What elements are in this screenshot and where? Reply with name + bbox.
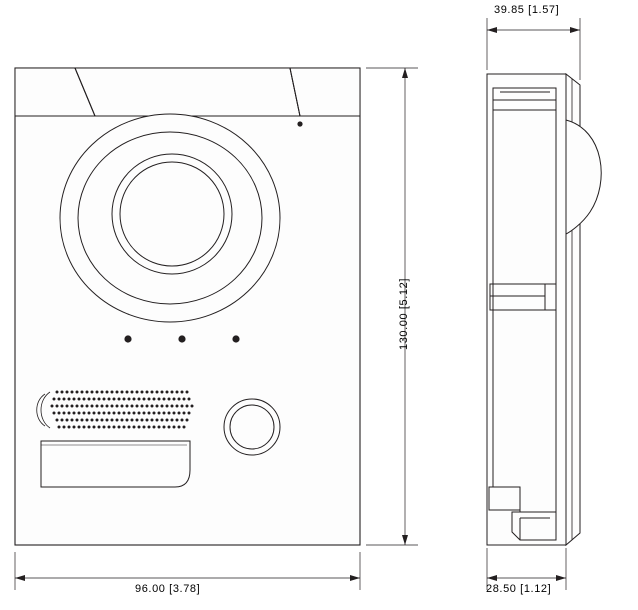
front-width-dimension-label: 96.00 [3.78] (135, 583, 201, 595)
side-view-group (486, 72, 602, 547)
speaker-grille (50, 390, 194, 429)
dimension-lines (14, 18, 581, 590)
side-depth-top-dimension-label: 39.85 [1.57] (494, 4, 560, 16)
front-view-group (14, 67, 361, 546)
side-depth-bottom-dimension-label: 28.50 [1.12] (486, 583, 552, 595)
front-height-dimension-label: 130.00 [5.12] (398, 277, 410, 350)
